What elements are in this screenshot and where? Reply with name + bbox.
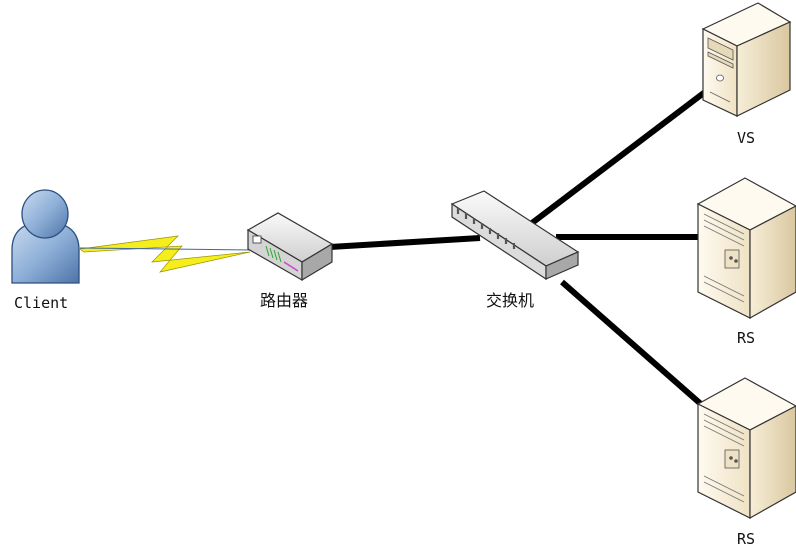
client-label: Client bbox=[14, 294, 69, 312]
router-icon bbox=[246, 212, 334, 282]
link-switch-rs2 bbox=[560, 279, 704, 408]
switch-icon bbox=[450, 190, 580, 281]
router-node bbox=[246, 212, 334, 282]
vs-node bbox=[701, 2, 792, 117]
link-router-switch bbox=[329, 235, 481, 250]
lightning-icon bbox=[79, 235, 251, 273]
rs1-node bbox=[696, 177, 796, 320]
link-client-router bbox=[79, 235, 253, 273]
switch-label: 交换机 bbox=[486, 291, 535, 310]
server-tower-icon bbox=[701, 2, 792, 117]
vs-label: VS bbox=[737, 129, 756, 147]
client-node bbox=[11, 189, 80, 284]
links bbox=[79, 89, 707, 408]
server-rack-icon bbox=[696, 177, 796, 320]
router-label: 路由器 bbox=[260, 291, 309, 310]
rs2-label: RS bbox=[737, 530, 756, 548]
rs1-label: RS bbox=[737, 329, 756, 347]
server-rack-icon bbox=[696, 377, 796, 520]
rs2-node bbox=[696, 377, 796, 520]
switch-node bbox=[450, 190, 580, 281]
user-icon bbox=[11, 189, 80, 284]
link-switch-vs bbox=[530, 89, 707, 226]
